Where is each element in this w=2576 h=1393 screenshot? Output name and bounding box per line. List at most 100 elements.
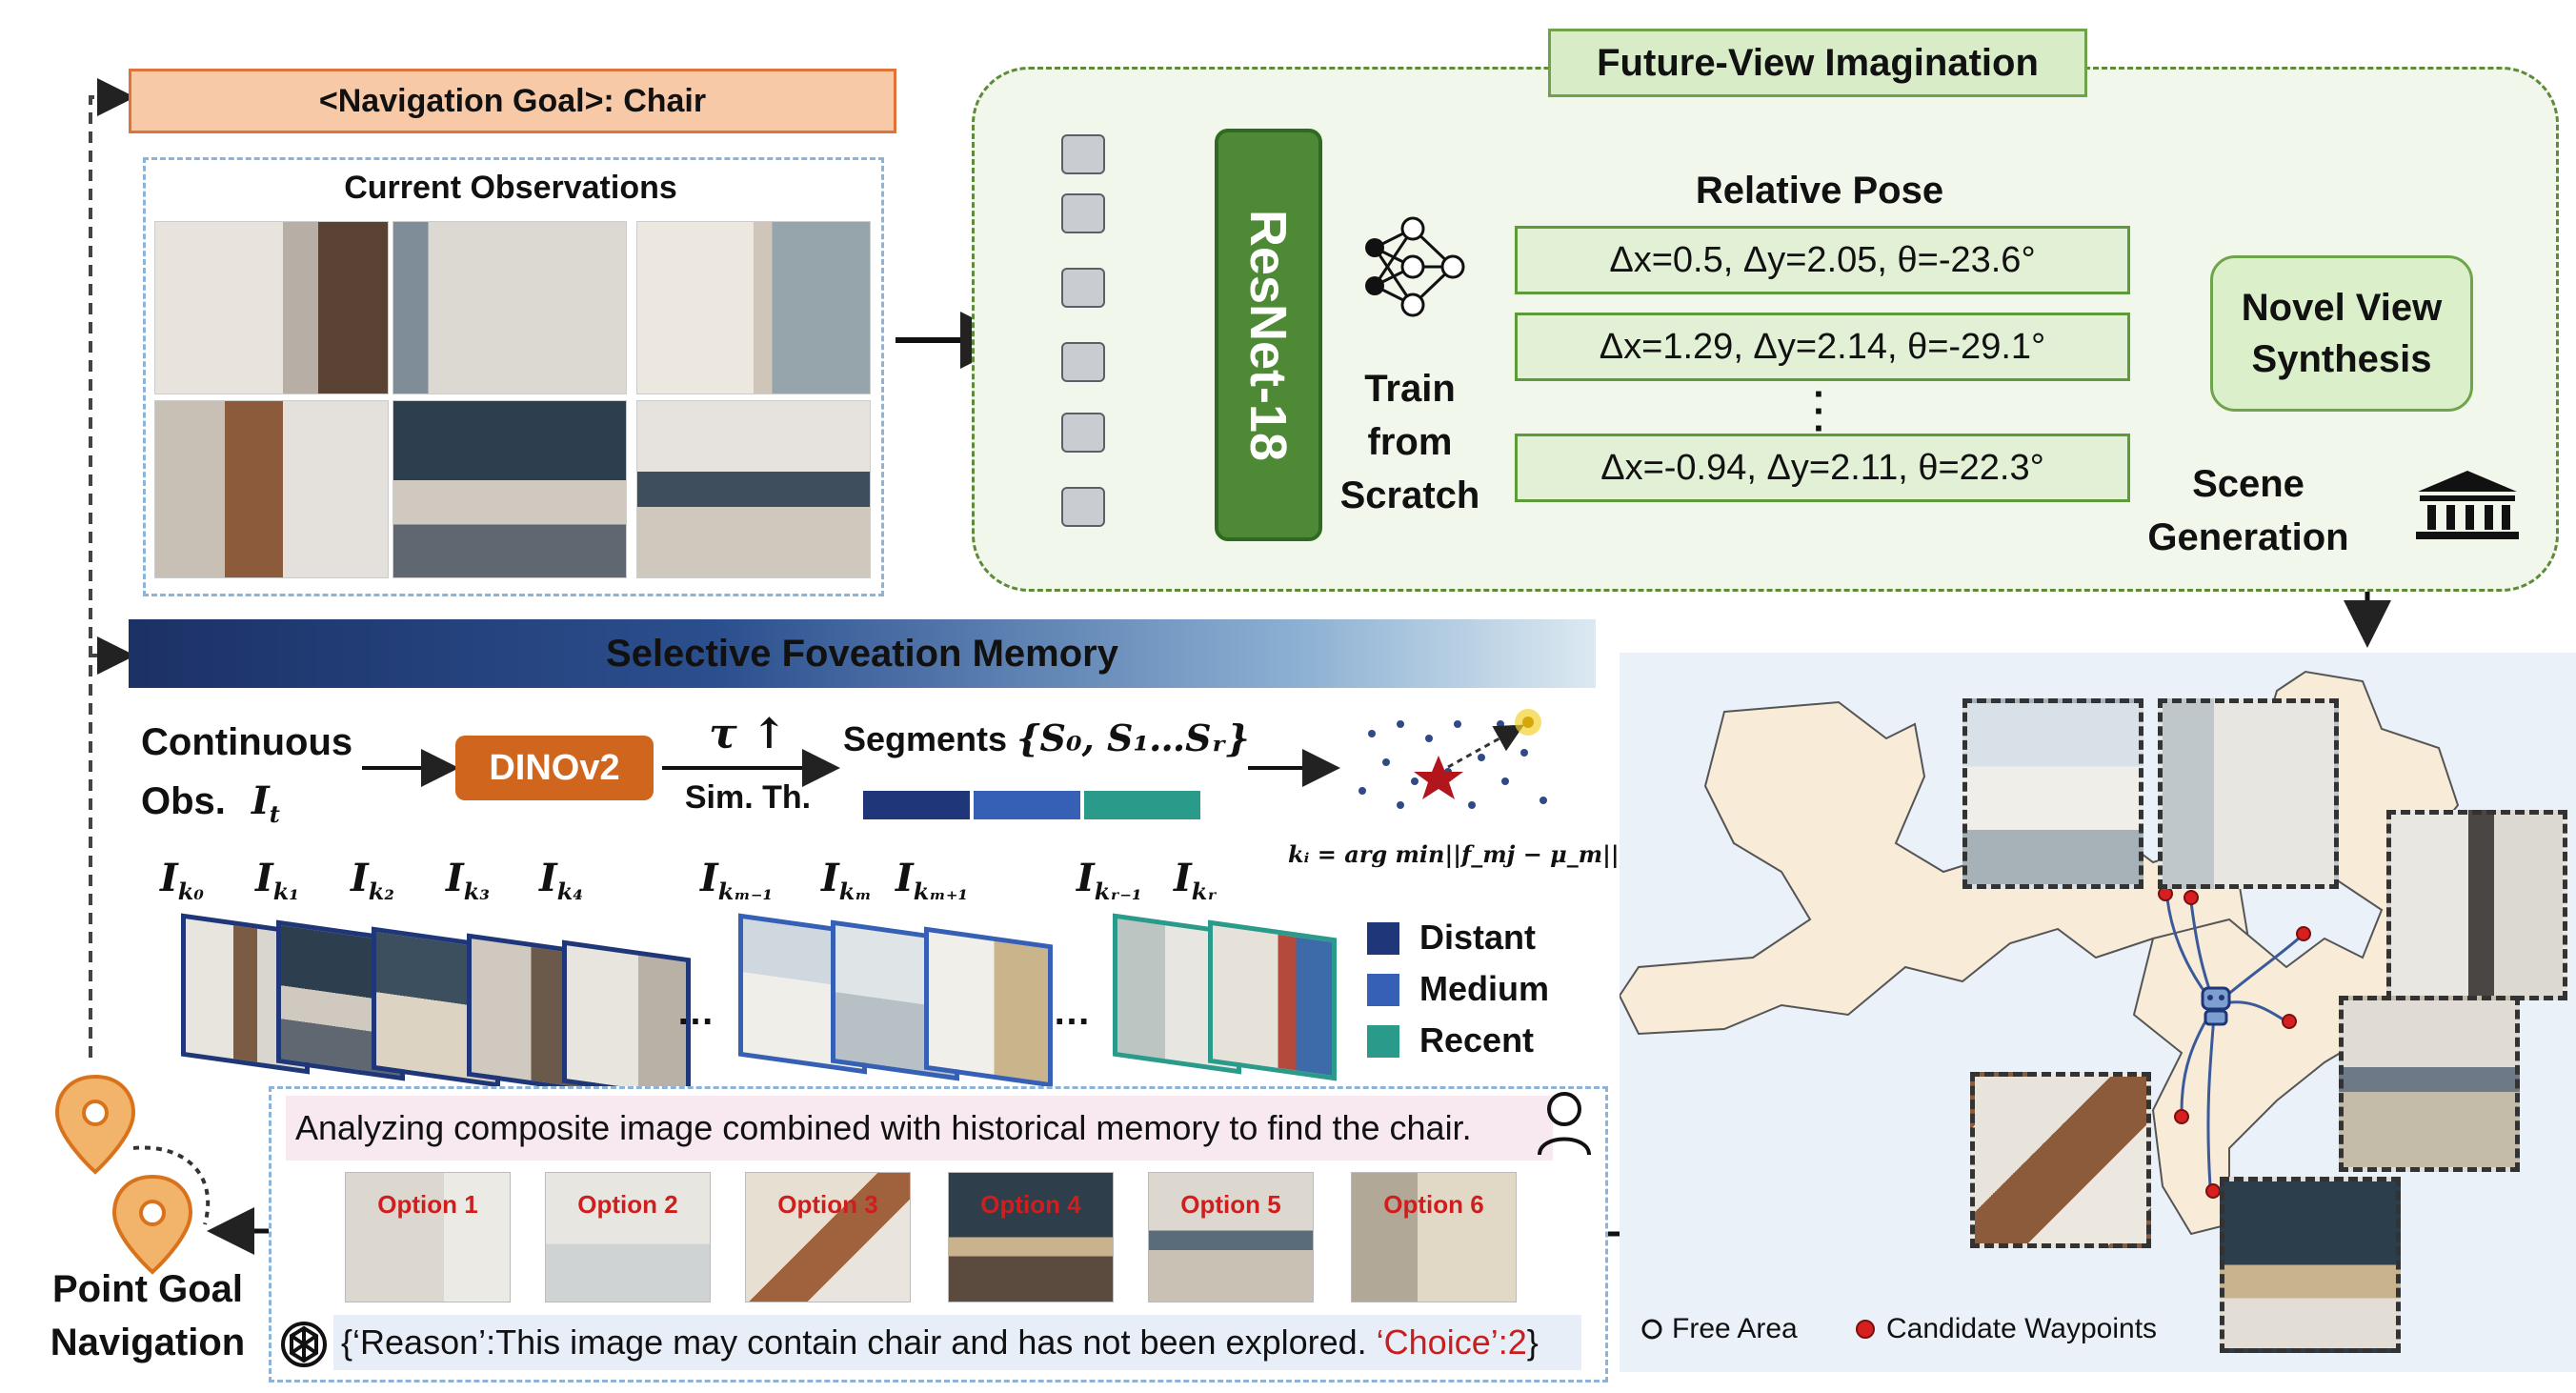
waypoint-view-6	[2220, 1177, 2401, 1353]
resnet-block: ResNet-18	[1215, 129, 1322, 541]
segments-word: Segments	[843, 719, 1008, 758]
option-label-3: Option 3	[777, 1190, 878, 1219]
option-label-2: Option 2	[577, 1190, 678, 1219]
segments-label: Segments {S₀, S₁…Sᵣ}	[843, 717, 1250, 759]
legend-medium-label: Medium	[1419, 969, 1550, 1008]
sim-th-label: Sim. Th.	[684, 779, 812, 816]
waypoint-view-4	[2339, 996, 2520, 1172]
memory-title-bar: Selective Foveation Memory	[129, 619, 1596, 688]
keyframe-label-7: Ikₘ₊₁	[896, 856, 969, 905]
pose-text-1: Δx=0.5, Δy=2.05, θ=-23.6°	[1609, 239, 2036, 280]
keyframe-label-9: Ikᵣ	[1174, 856, 1218, 905]
candidate-legend-label: Candidate Waypoints	[1886, 1313, 2158, 1344]
option-image-3[interactable]: Option 3	[745, 1172, 911, 1302]
current-observations-title: Current Observations	[344, 170, 677, 206]
option-image-6[interactable]: Option 6	[1351, 1172, 1517, 1302]
centroid-to-key-arrow	[1447, 724, 1524, 769]
obs-line: Obs.	[141, 780, 226, 822]
segment-distant	[863, 791, 970, 819]
nvs-line-1: Novel View	[2241, 287, 2443, 329]
scene-generation-label: Scene Generation	[2139, 457, 2358, 564]
relative-pose-title: Relative Pose	[1695, 170, 1944, 212]
tau-label: τ ↑	[709, 710, 787, 758]
obs-symbol-sub: t	[269, 800, 280, 828]
keyframe-label-3: Ik₃	[446, 856, 490, 905]
query-text-box: Analyzing composite image combined with …	[286, 1096, 1553, 1161]
segment-recent	[1084, 791, 1200, 819]
future-view-title: Future-View Imagination	[1548, 29, 2087, 97]
pose-box-2: Δx=1.29, Δy=2.14, θ=-29.1°	[1515, 313, 2130, 381]
legend-recent-label: Recent	[1419, 1020, 1535, 1060]
option-label-6: Option 6	[1383, 1190, 1484, 1219]
observation-image-4	[154, 400, 389, 578]
feature-token-6	[1061, 487, 1105, 527]
pose-box-1: Δx=0.5, Δy=2.05, θ=-23.6°	[1515, 226, 2130, 294]
train-from-scratch-label: Train from Scratch	[1334, 362, 1486, 522]
ellipsis-2: …	[1053, 991, 1091, 1033]
candidate-legend-marker	[1856, 1320, 1875, 1339]
selected-key-point	[1522, 717, 1534, 728]
option-image-2[interactable]: Option 2	[545, 1172, 711, 1302]
waypoint-view-5	[1970, 1072, 2151, 1248]
scene-line-2: Generation	[2147, 516, 2349, 558]
loop-to-goal-arrow	[89, 78, 135, 1058]
robot-icon	[2201, 986, 2231, 1026]
free-area-legend-marker	[1641, 1319, 1662, 1340]
keyframe-label-1: Ik₁	[255, 856, 299, 905]
point-goal-line-1: Point Goal	[52, 1268, 243, 1310]
centroid-star	[1414, 756, 1463, 799]
pose-text-3: Δx=-0.94, Δy=2.11, θ=22.3°	[1600, 447, 2044, 488]
institution-icon	[2416, 471, 2519, 539]
keyframe-label-6: Ikₘ	[821, 856, 872, 905]
keyframe-label-0: Ik₀	[160, 856, 204, 905]
user-icon	[1538, 1092, 1591, 1156]
feature-token-2	[1061, 193, 1105, 233]
option-image-4[interactable]: Option 4	[948, 1172, 1114, 1302]
keyframe-label-8: Ikᵣ₋₁	[1077, 856, 1142, 905]
novel-view-synthesis-box: Novel View Synthesis	[2210, 255, 2473, 412]
segment-medium	[974, 791, 1080, 819]
keyframe-medium-3	[924, 926, 1053, 1088]
obs-symbol: It	[252, 778, 280, 828]
nvs-line-2: Synthesis	[2251, 338, 2432, 380]
memory-title: Selective Foveation Memory	[606, 632, 1118, 675]
navigation-goal-text: <Navigation Goal>: Chair	[318, 82, 707, 119]
assistant-logo-icon	[281, 1322, 327, 1367]
keyframe-label-5: Ikₘ₋₁	[700, 856, 774, 905]
train-line-1: Train	[1364, 368, 1456, 410]
legend-medium-swatch	[1367, 974, 1399, 1006]
keyframe-label-4: Ik₄	[539, 856, 583, 905]
observation-image-2	[392, 221, 627, 394]
free-area-legend-label: Free Area	[1672, 1313, 1798, 1344]
point-goal-line-2: Navigation	[50, 1322, 246, 1363]
candidate-waypoints	[2158, 886, 2311, 1199]
point-goal-label: Point Goal Navigation	[29, 1262, 267, 1369]
dinov2-block: DINOv2	[455, 736, 654, 800]
dinov2-label: DINOv2	[489, 747, 620, 788]
waypoint-view-1	[1962, 698, 2143, 889]
obs-symbol-base: I	[252, 778, 270, 823]
waypoint-view-3	[2386, 810, 2567, 1000]
pose-ellipsis: ···	[1813, 373, 1826, 450]
option-label-5: Option 5	[1180, 1190, 1281, 1219]
legend-distant-swatch	[1367, 922, 1399, 955]
observation-image-3	[636, 221, 871, 394]
option-image-1[interactable]: Option 1	[345, 1172, 511, 1302]
keyframe-formula: kᵢ = arg min||f_mj − μ_m||	[1288, 840, 1620, 868]
observation-image-1	[154, 221, 389, 394]
cluster-scatter	[1358, 720, 1547, 809]
legend-distant-label: Distant	[1419, 918, 1537, 957]
feature-token-3	[1061, 268, 1105, 308]
scene-line-1: Scene	[2192, 463, 2304, 505]
continuous-obs-label: Continuous Obs. It	[141, 713, 352, 832]
resnet-label: ResNet-18	[1239, 209, 1298, 461]
keyframe-distant-5	[562, 939, 691, 1101]
free-area-region-left	[1620, 700, 2250, 1036]
feature-token-1	[1061, 134, 1105, 174]
feature-token-5	[1061, 413, 1105, 453]
feature-token-4	[1061, 342, 1105, 382]
observation-image-5	[392, 400, 627, 578]
option-image-5[interactable]: Option 5	[1148, 1172, 1314, 1302]
neural-network-icon	[1365, 216, 1465, 317]
option-label-1: Option 1	[377, 1190, 478, 1219]
